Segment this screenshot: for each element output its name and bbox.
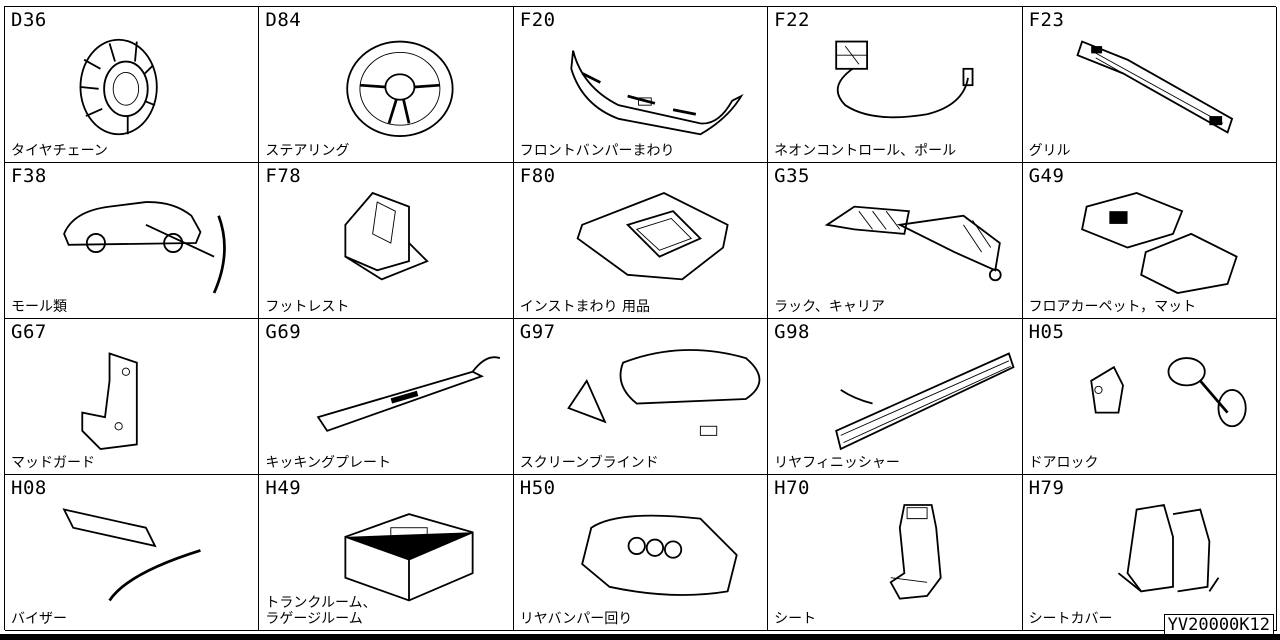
part-label: ラック、キャリア — [774, 299, 885, 315]
part-cell-h70[interactable]: H70 シート — [768, 475, 1023, 631]
part-cell-f22[interactable]: F22 ネオンコントロール、ポール — [768, 7, 1023, 163]
part-cell-f23[interactable]: F23 グリル — [1022, 7, 1277, 163]
part-cell-g98[interactable]: G98 リヤフィニッシャー — [768, 319, 1023, 475]
part-cell-h79[interactable]: H79 シートカバー — [1022, 475, 1277, 631]
part-cell-g97[interactable]: G97 スクリーンブラインド — [513, 319, 769, 475]
part-label: ステアリング — [265, 143, 350, 159]
footrest-icon — [309, 183, 509, 303]
part-code: F23 — [1028, 9, 1065, 31]
front-bumper-icon — [564, 27, 764, 147]
part-code: H49 — [265, 477, 302, 499]
part-code: H08 — [11, 477, 47, 499]
part-code: G67 — [11, 321, 47, 343]
part-code: D36 — [11, 9, 47, 31]
part-cell-h49[interactable]: H49 トランクルーム、 ラゲージルーム — [259, 475, 514, 631]
bottom-rule — [0, 634, 1280, 640]
rear-finisher-icon — [818, 339, 1018, 459]
part-label: フロントバンパーまわり — [519, 143, 675, 159]
part-code: G98 — [774, 321, 810, 343]
part-label: スクリーンブラインド — [519, 455, 659, 471]
floor-mat-icon — [1073, 183, 1273, 303]
part-cell-d36[interactable]: D36 タイヤチェーン — [5, 7, 260, 163]
part-label: インストまわり 用品 — [519, 299, 650, 315]
part-code: G69 — [265, 321, 302, 343]
part-cell-g69[interactable]: G69 キッキングプレート — [259, 319, 514, 475]
part-cell-f80[interactable]: F80 インストまわり 用品 — [513, 163, 769, 319]
molding-icon — [55, 183, 255, 303]
parts-catalog-grid: D36 タイヤチェーン D84 ステアリング F20 フロントバンパーまわり F22 ネオンコ… — [4, 6, 1277, 631]
part-code: F80 — [519, 165, 556, 187]
part-code: H79 — [1028, 477, 1065, 499]
part-label: シートカバー — [1028, 611, 1113, 627]
part-label: リヤバンパー回り — [519, 611, 633, 627]
rack-carrier-icon — [818, 183, 1018, 303]
seat-icon — [818, 495, 1018, 615]
part-code: G97 — [519, 321, 556, 343]
steering-wheel-icon — [309, 27, 509, 147]
part-cell-f78[interactable]: F78 フットレスト — [259, 163, 514, 319]
part-label: リヤフィニッシャー — [774, 455, 900, 471]
part-cell-g67[interactable]: G67 マッドガード — [5, 319, 260, 475]
instrument-panel-icon — [564, 183, 764, 303]
part-code: F20 — [519, 9, 556, 31]
part-label: フロアカーペット，マット — [1028, 299, 1197, 315]
door-lock-icon — [1073, 339, 1273, 459]
part-label: シート — [774, 611, 817, 627]
part-label: ドアロック — [1028, 455, 1099, 471]
neon-control-pole-icon — [818, 27, 1018, 147]
part-code: F38 — [11, 165, 47, 187]
part-cell-f38[interactable]: F38 モール類 — [5, 163, 260, 319]
part-label: フットレスト — [265, 299, 350, 315]
part-cell-g35[interactable]: G35 ラック、キャリア — [768, 163, 1023, 319]
grille-icon — [1073, 27, 1273, 147]
part-cell-g49[interactable]: G49 フロアカーペット，マット — [1022, 163, 1277, 319]
part-code: G35 — [774, 165, 810, 187]
part-code: H05 — [1028, 321, 1065, 343]
part-code: G49 — [1028, 165, 1065, 187]
part-cell-f20[interactable]: F20 フロントバンパーまわり — [513, 7, 769, 163]
part-label: ネオンコントロール、ポール — [774, 143, 957, 159]
part-cell-h50[interactable]: H50 リヤバンパー回り — [513, 475, 769, 631]
trunk-room-icon — [309, 495, 509, 615]
part-label: トランクルーム、 ラゲージルーム — [265, 595, 377, 627]
part-code: H50 — [519, 477, 556, 499]
seat-cover-icon — [1073, 495, 1273, 615]
part-code: F22 — [774, 9, 810, 31]
rear-bumper-icon — [564, 495, 764, 615]
visor-icon — [55, 495, 255, 615]
part-label: バイザー — [11, 611, 67, 627]
part-label: タイヤチェーン — [11, 143, 108, 159]
part-code: D84 — [265, 9, 302, 31]
part-label: グリル — [1028, 143, 1071, 159]
part-cell-h05[interactable]: H05 ドアロック — [1022, 319, 1277, 475]
tire-chain-icon — [55, 27, 255, 147]
kicking-plate-icon — [309, 339, 509, 459]
part-cell-d84[interactable]: D84 ステアリング — [259, 7, 514, 163]
part-label: モール類 — [11, 299, 67, 315]
catalog-reference-code: YV20000K12 — [1163, 614, 1274, 636]
mud-guard-icon — [55, 339, 255, 459]
part-cell-h08[interactable]: H08 バイザー — [5, 475, 260, 631]
part-label: キッキングプレート — [265, 455, 391, 471]
part-code: H70 — [774, 477, 810, 499]
part-code: F78 — [265, 165, 302, 187]
part-label: マッドガード — [11, 455, 95, 471]
screen-blind-icon — [564, 339, 764, 459]
